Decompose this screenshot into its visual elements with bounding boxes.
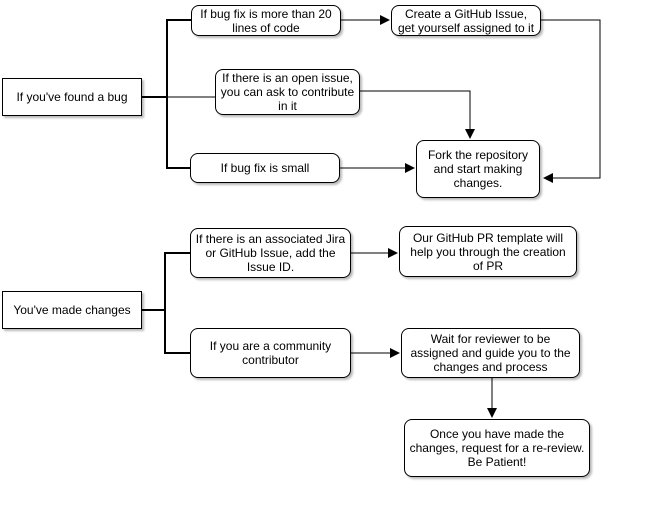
node-made-changes: You've made changes [2, 291, 142, 329]
node-jira-issue: If there is an associated Jira or GitHub… [190, 228, 351, 278]
node-rereview-label: Once you have made the changes, request … [409, 427, 585, 469]
node-rereview: Once you have made the changes, request … [404, 419, 590, 477]
edge-createissue-to-forkrepo [541, 19, 601, 183]
node-community-contributor: If you are a community contributor [190, 328, 351, 378]
node-create-issue-label: Create a GitHub Issue, get yourself assi… [397, 6, 535, 35]
node-bugfix-20-lines-label: If bug fix is more than 20 lines of code [200, 6, 332, 35]
node-open-issue-label: If there is an open issue, you can ask t… [220, 71, 355, 113]
node-community-contributor-label: If you are a community contributor [209, 339, 332, 367]
node-bugfix-20-lines: If bug fix is more than 20 lines of code [191, 5, 341, 36]
node-bugfix-small: If bug fix is small [190, 153, 340, 183]
node-jira-issue-label: If there is an associated Jira or GitHub… [195, 232, 346, 274]
edge-madechanges-to-jira [164, 252, 190, 310]
node-pr-template: Our GitHub PR template will help you thr… [399, 226, 577, 277]
node-found-bug-label: If you've found a bug [16, 90, 128, 104]
edge-madechanges-to-community [164, 310, 190, 354]
node-open-issue: If there is an open issue, you can ask t… [215, 69, 360, 115]
node-fork-repo: Fork the repository and start making cha… [416, 140, 540, 198]
node-pr-template-label: Our GitHub PR template will help you thr… [410, 230, 566, 273]
node-found-bug: If you've found a bug [2, 78, 142, 116]
edge-foundbug-to-bugfixsmall [166, 97, 190, 169]
edge-foundbug-to-bugfix20 [166, 19, 191, 97]
node-bugfix-small-label: If bug fix is small [220, 161, 310, 175]
node-made-changes-label: You've made changes [13, 303, 131, 317]
node-wait-reviewer-label: Wait for reviewer to be assigned and gui… [410, 332, 571, 374]
node-wait-reviewer: Wait for reviewer to be assigned and gui… [401, 328, 580, 378]
edge-openissue-to-forkrepo [360, 90, 475, 139]
node-fork-repo-label: Fork the repository and start making cha… [427, 148, 529, 190]
node-create-issue: Create a GitHub Issue, get yourself assi… [391, 5, 541, 36]
